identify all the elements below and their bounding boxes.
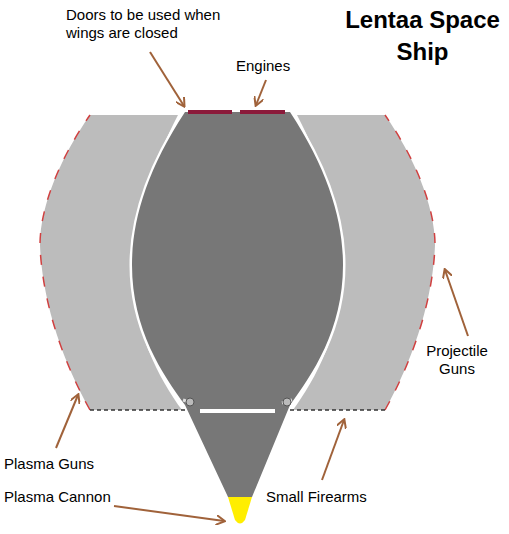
firearm-row	[290, 409, 385, 411]
plasma-gun-row	[40, 115, 90, 410]
leader-arrow	[150, 52, 184, 106]
hinge	[283, 398, 291, 406]
leader-arrow	[114, 506, 224, 521]
ship-hull	[132, 112, 343, 497]
part-label: Plasma Cannon	[4, 488, 134, 506]
engine	[188, 110, 232, 114]
leader-arrow	[322, 420, 344, 480]
part-label: Small Firearms	[266, 488, 406, 506]
projectile-gun-row	[385, 115, 435, 410]
ship-hull-fill	[132, 112, 343, 497]
leader-arrow	[445, 270, 468, 336]
title: Lentaa Space Ship	[340, 4, 505, 68]
hinge	[186, 398, 194, 406]
wing-slot	[200, 409, 275, 413]
part-label: Plasma Guns	[4, 455, 134, 473]
part-label: Doors to be used when wings are closed	[66, 6, 246, 42]
engine	[240, 110, 285, 114]
part-label: Engines	[236, 57, 316, 75]
part-label: Projectile Guns	[412, 342, 502, 378]
firearm-row	[90, 409, 185, 411]
plasma-cannon	[228, 497, 252, 524]
leader-arrow	[256, 80, 266, 105]
leader-arrow	[56, 395, 78, 448]
